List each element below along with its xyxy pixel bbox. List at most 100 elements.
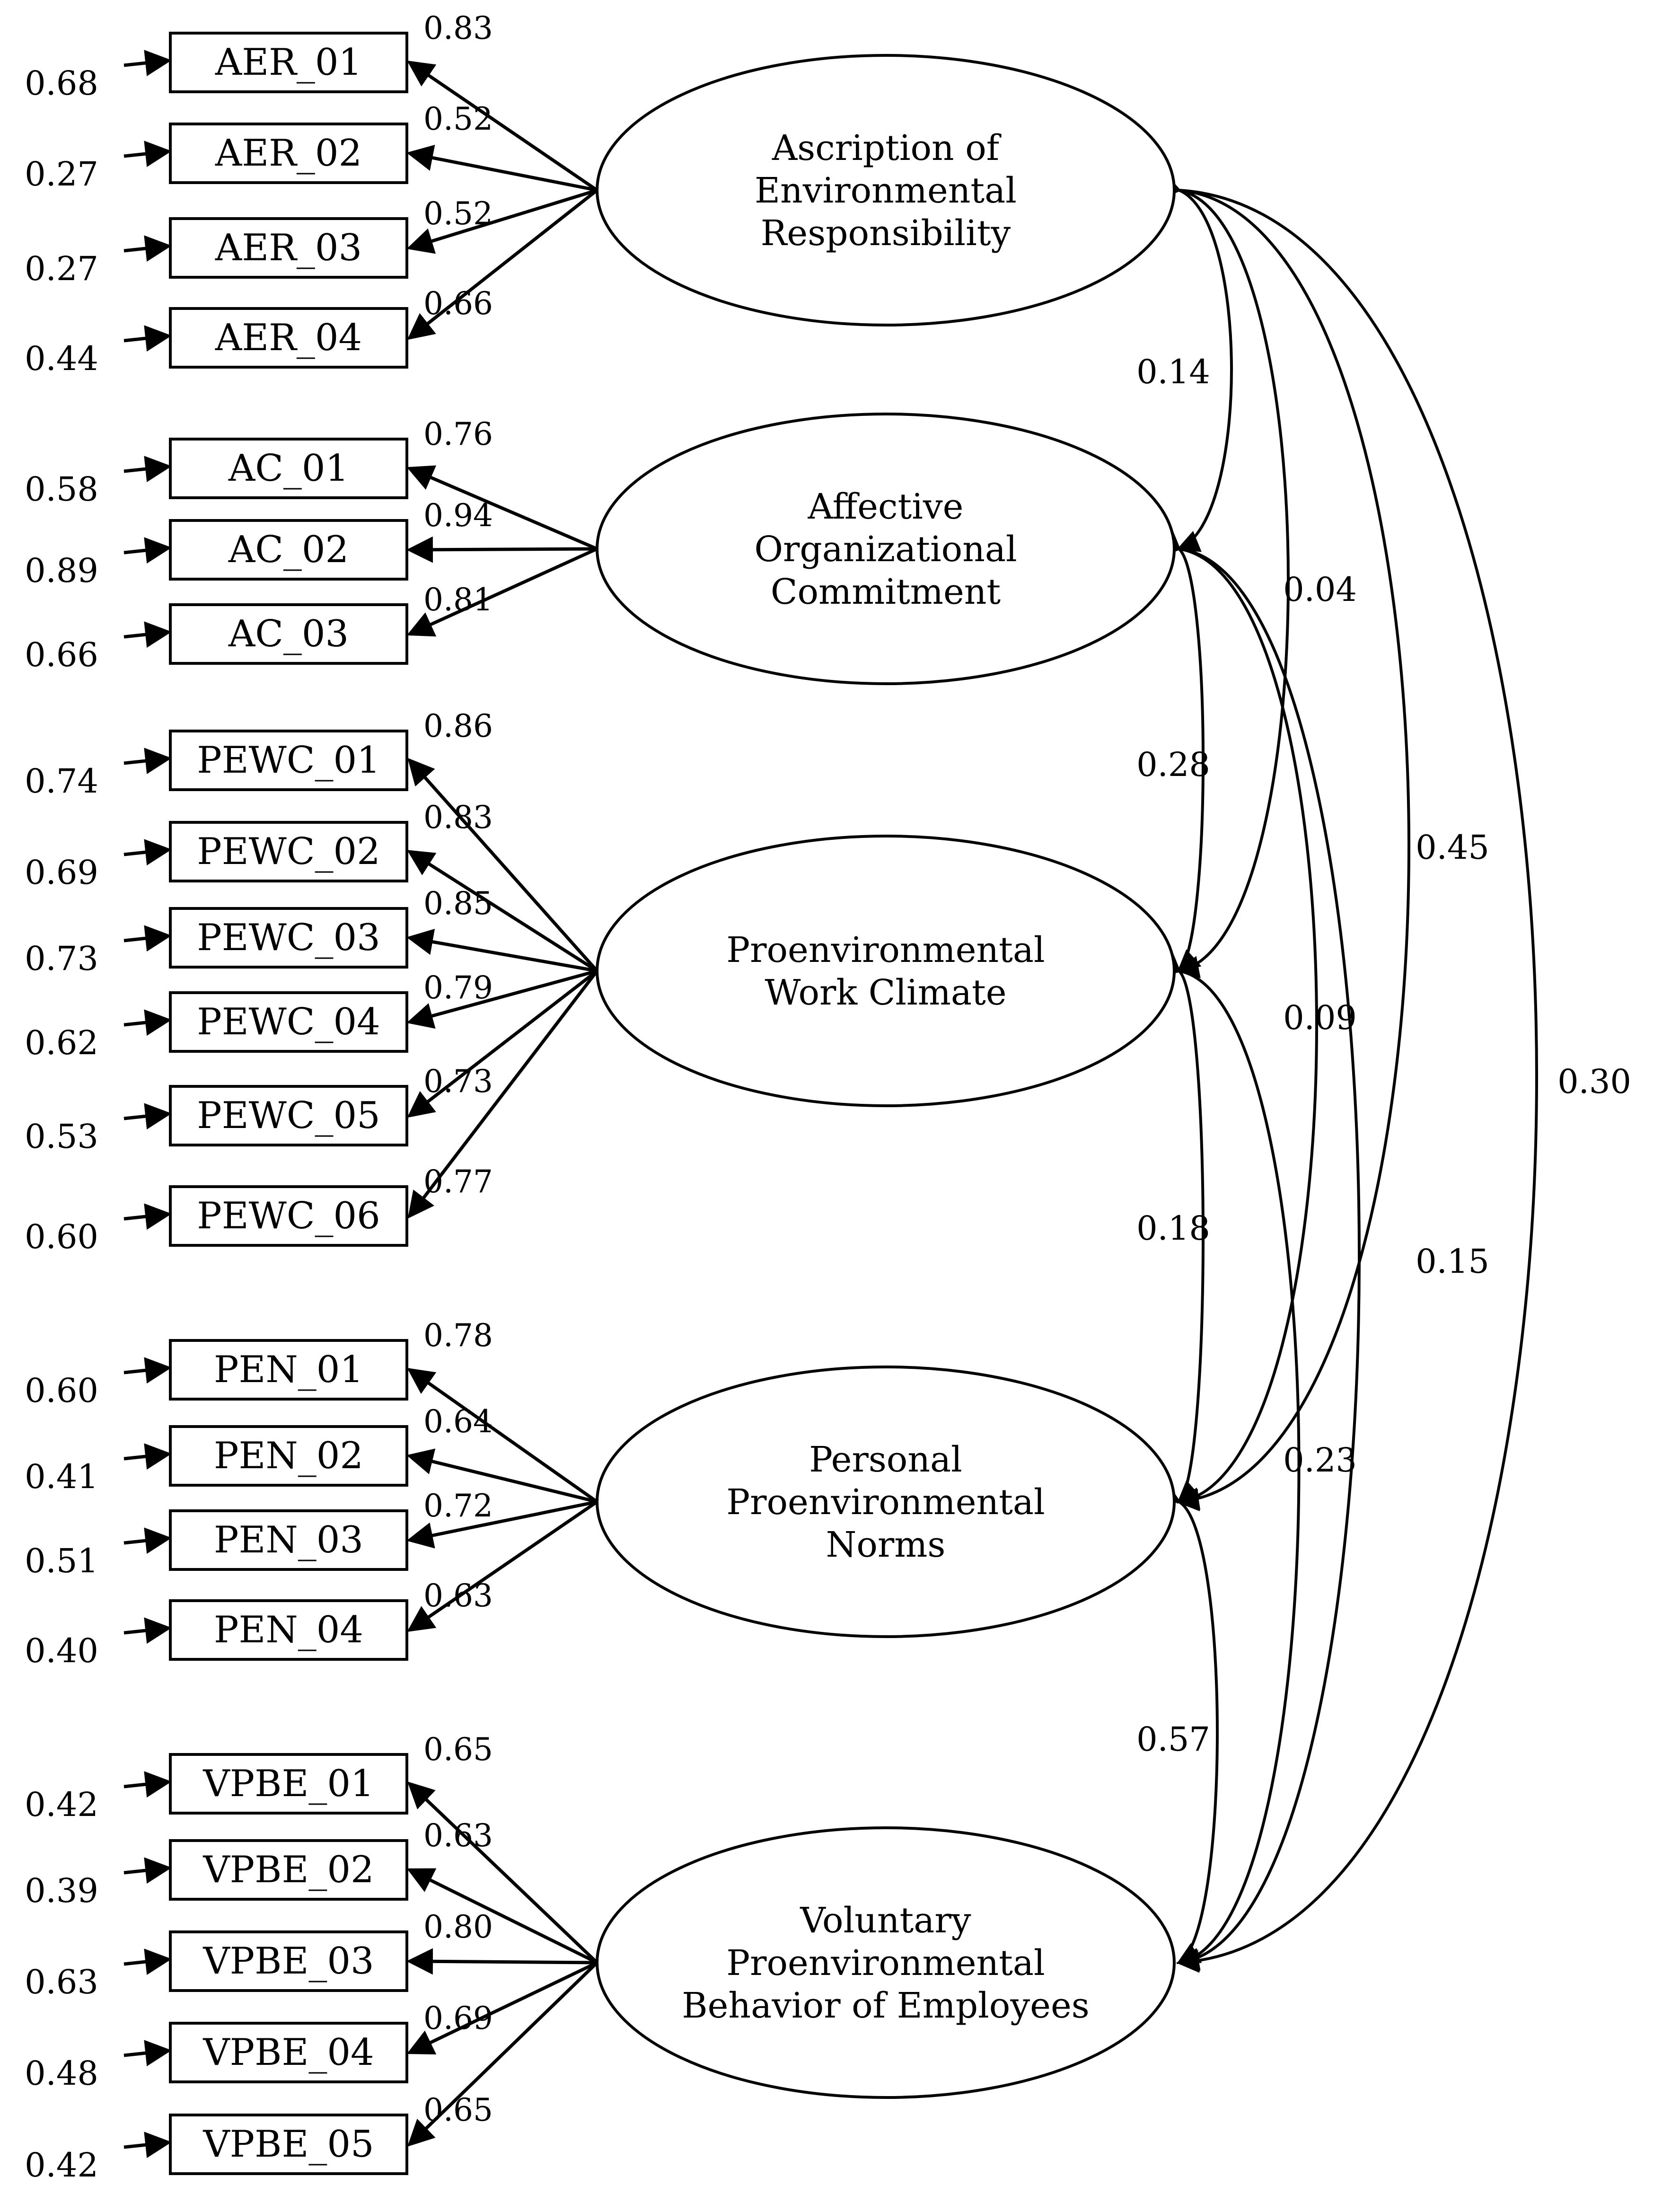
indicator-box-aer_02 xyxy=(169,123,408,184)
error-arrow xyxy=(123,1009,172,1036)
correlation-labels: 0.140.040.450.300.280.090.150.180.230.57 xyxy=(1136,352,1631,1759)
error-terms: 0.680.270.270.440.580.890.660.740.690.73… xyxy=(25,50,172,2185)
indicator-box-ac_01 xyxy=(169,438,408,499)
loading-label: 0.65 xyxy=(423,2092,493,2128)
loading-label: 0.66 xyxy=(423,285,493,322)
error-variance-label: 0.42 xyxy=(25,2146,98,2185)
error-variance-label: 0.73 xyxy=(25,939,98,978)
error-variance-label: 0.74 xyxy=(25,762,98,801)
indicator-label: PEN_01 xyxy=(214,1348,363,1391)
loading-arrow xyxy=(406,465,598,551)
correlation-arc-ac-pen xyxy=(1157,534,1318,1510)
latent-pewc xyxy=(596,835,1176,1107)
error-arrow xyxy=(123,1443,172,1470)
correlation-arc-aer-vpbe xyxy=(1158,177,1538,1973)
latent-label: Affective xyxy=(808,486,964,527)
loading-arrow xyxy=(406,144,598,192)
loading-label: 0.72 xyxy=(423,1488,493,1524)
indicator-label: AER_04 xyxy=(215,317,362,359)
indicator-label: PEN_04 xyxy=(214,1609,363,1651)
correlation-label-aer-pewc: 0.04 xyxy=(1283,570,1357,609)
loading-label: 0.85 xyxy=(423,885,493,922)
indicator-label: VPBE_01 xyxy=(202,1762,374,1805)
error-arrow xyxy=(123,2040,172,2067)
error-arrow xyxy=(123,141,172,167)
loading-arrow xyxy=(406,1961,598,2055)
indicator-box-pewc_04 xyxy=(169,991,408,1053)
error-variance-label: 0.42 xyxy=(25,1785,98,1824)
loading-label: 0.52 xyxy=(423,101,493,137)
loading-arrow xyxy=(406,536,598,563)
indicator-box-vpbe_02 xyxy=(169,1839,408,1901)
loading-label: 0.64 xyxy=(423,1403,493,1440)
error-variance-label: 0.60 xyxy=(25,1371,98,1410)
latent-label: Work Climate xyxy=(765,972,1006,1013)
correlation-label-ac-vpbe: 0.15 xyxy=(1416,1242,1489,1281)
latent-ellipses: Ascription ofEnvironmentalResponsibility… xyxy=(596,54,1176,2099)
latent-label: Responsibility xyxy=(761,213,1011,254)
error-arrow xyxy=(123,1203,172,1230)
latent-aer xyxy=(596,54,1176,326)
loading-label: 0.94 xyxy=(423,497,493,534)
latent-label: Voluntary xyxy=(800,1900,971,1941)
loading-arrow xyxy=(407,1961,598,2147)
latent-label: Behavior of Employees xyxy=(682,1985,1089,2026)
loading-arrow xyxy=(406,1448,598,1504)
loading-arrow xyxy=(407,758,598,972)
loading-paths: 0.830.520.520.660.760.940.810.860.830.85… xyxy=(406,10,598,2147)
error-arrow xyxy=(123,748,172,775)
indicator-label: PEWC_02 xyxy=(197,830,380,873)
indicator-label: AER_01 xyxy=(215,41,362,84)
indicator-label: VPBE_02 xyxy=(202,1849,374,1891)
error-variance-label: 0.63 xyxy=(25,1963,98,2001)
latent-pen xyxy=(596,1366,1176,1638)
loading-label: 0.63 xyxy=(423,1577,493,1614)
loading-label: 0.83 xyxy=(423,799,493,836)
indicator-box-pewc_02 xyxy=(169,821,408,882)
loading-arrow xyxy=(406,1948,598,1975)
indicator-box-aer_01 xyxy=(169,32,408,93)
indicator-box-ac_02 xyxy=(169,519,408,581)
correlation-label-aer-ac: 0.14 xyxy=(1136,352,1210,391)
indicator-label: AC_02 xyxy=(228,529,349,571)
loading-arrow xyxy=(406,1500,598,1549)
error-variance-label: 0.69 xyxy=(25,853,98,892)
indicator-box-pewc_03 xyxy=(169,907,408,969)
error-variance-label: 0.51 xyxy=(25,1542,98,1580)
loading-arrow xyxy=(406,188,598,254)
loading-arrow xyxy=(406,928,598,973)
loading-label: 0.73 xyxy=(423,1063,493,1100)
latent-ac xyxy=(596,413,1176,685)
loading-label: 0.86 xyxy=(423,708,493,744)
latent-label: Proenvironmental xyxy=(726,1482,1045,1523)
indicator-boxes: AER_01AER_02AER_03AER_04AC_01AC_02AC_03P… xyxy=(169,32,408,2175)
indicator-label: AER_03 xyxy=(215,227,362,269)
indicator-box-vpbe_01 xyxy=(169,1753,408,1815)
latent-vpbe xyxy=(596,1826,1176,2099)
correlation-label-aer-vpbe: 0.30 xyxy=(1557,1062,1631,1101)
loading-arrow xyxy=(407,1367,598,1503)
correlation-arc-ac-vpbe xyxy=(1158,535,1361,1972)
error-arrow xyxy=(123,50,172,77)
error-arrow xyxy=(123,925,172,952)
error-variance-label: 0.66 xyxy=(25,635,98,674)
loading-arrow xyxy=(406,969,598,1029)
correlation-label-pewc-vpbe: 0.23 xyxy=(1283,1441,1357,1480)
loading-arrow xyxy=(407,189,598,340)
correlation-label-pen-vpbe: 0.57 xyxy=(1136,1720,1210,1759)
correlation-arc-aer-pewc xyxy=(1157,175,1290,978)
indicator-box-vpbe_03 xyxy=(169,1930,408,1992)
correlation-label-ac-pen: 0.09 xyxy=(1283,998,1357,1037)
loading-arrow xyxy=(406,547,598,637)
error-arrow xyxy=(123,537,172,564)
loading-arrow xyxy=(407,969,598,1118)
error-arrow xyxy=(123,1357,172,1384)
correlation-arc-pewc-vpbe xyxy=(1157,956,1301,1971)
indicator-label: PEWC_05 xyxy=(197,1094,380,1137)
error-variance-label: 0.89 xyxy=(25,551,98,590)
correlation-label-ac-pewc: 0.28 xyxy=(1136,745,1210,784)
loading-arrow xyxy=(407,1500,598,1632)
loading-arrow xyxy=(407,850,598,972)
latent-label: Ascription of xyxy=(772,128,1002,168)
loading-arrow xyxy=(407,969,598,1219)
